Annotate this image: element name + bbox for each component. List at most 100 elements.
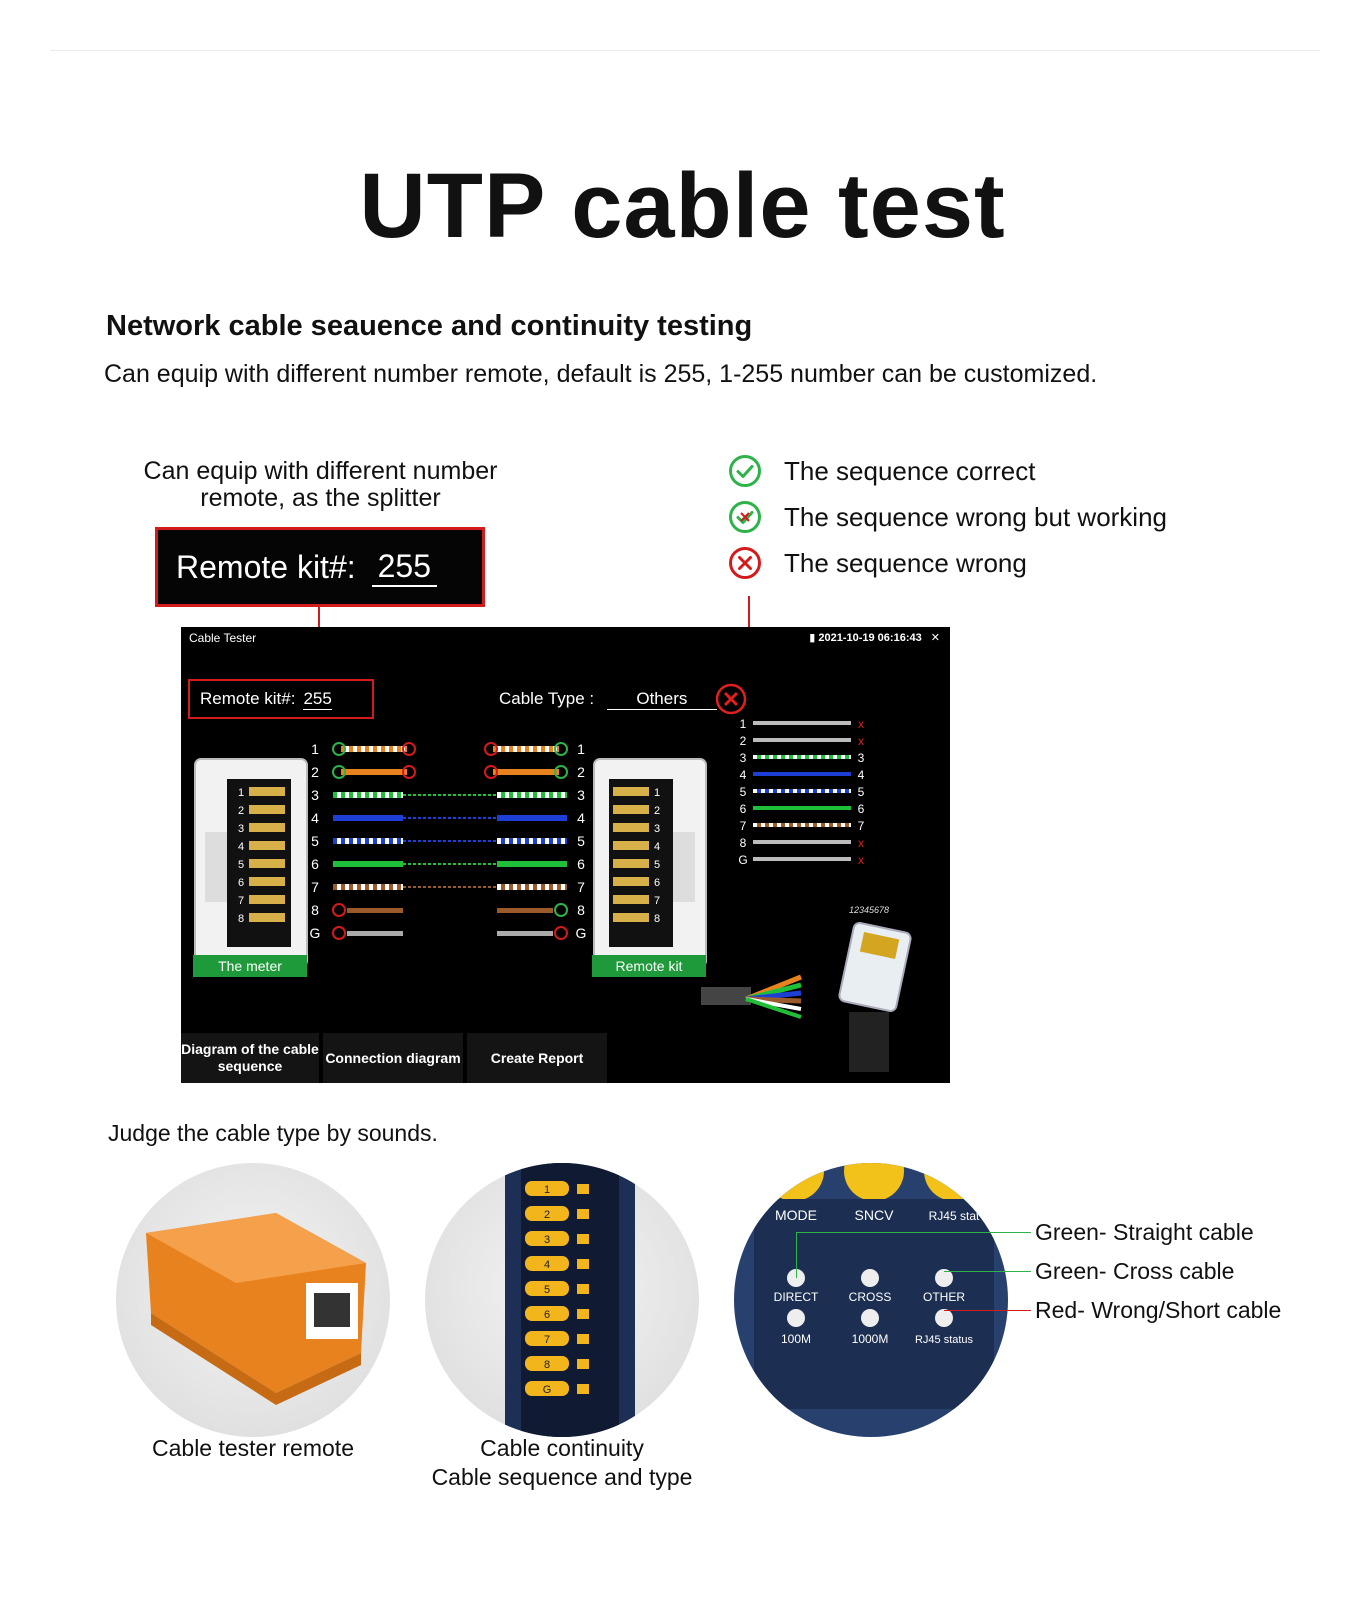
mini-wire xyxy=(753,823,851,827)
remote-label: Remote kit xyxy=(592,955,706,977)
led-pin-number: 1 xyxy=(544,1184,550,1196)
wire-segment xyxy=(497,931,553,936)
plug-code: 12345678 xyxy=(849,905,889,915)
status-bar: Cable Tester ▮ 2021-10-19 06:16:43 ✕ xyxy=(181,627,950,649)
led-pin xyxy=(525,1281,569,1296)
pin-label-left: 8 xyxy=(311,902,319,918)
led-indicator xyxy=(577,1209,589,1219)
pin-label-right: 3 xyxy=(577,787,585,803)
mini-pin-right: 6 xyxy=(858,802,865,816)
svg-text:SNCV: SNCV xyxy=(855,1207,895,1223)
jack-pin xyxy=(249,895,285,904)
remote-kit-number: 255 xyxy=(371,548,438,587)
pin-label-left: 6 xyxy=(311,856,319,872)
battery-icon: ▮ xyxy=(809,632,819,644)
led-line-wrong xyxy=(944,1310,1031,1311)
jack-pin-number: 6 xyxy=(654,877,660,889)
mini-pin-right: 7 xyxy=(858,819,865,833)
led-indicator xyxy=(577,1184,589,1194)
app-title: Cable Tester xyxy=(189,631,257,645)
mini-pin-left: 4 xyxy=(740,768,747,782)
page-title: UTP cable test xyxy=(359,155,1006,257)
mini-wire xyxy=(753,772,851,776)
mini-wire xyxy=(753,738,851,742)
tab-cable-sequence[interactable]: Diagram of the cable sequence xyxy=(181,1033,319,1083)
mini-pin-left: 5 xyxy=(740,785,747,799)
jack-pin xyxy=(613,859,649,868)
svg-text:DIRECT: DIRECT xyxy=(774,1290,819,1304)
jack-pin xyxy=(613,877,649,886)
svg-text:100M: 100M xyxy=(781,1332,811,1346)
pin-label-right: 7 xyxy=(577,879,585,895)
pin-label-right: 1 xyxy=(577,741,585,757)
check-circle-icon xyxy=(332,742,346,756)
mini-wire xyxy=(753,789,851,793)
tab-connection-diagram[interactable]: Connection diagram xyxy=(323,1033,463,1083)
mini-wire xyxy=(753,755,851,759)
section-heading: Network cable seauence and continuity te… xyxy=(106,310,753,342)
led-pin xyxy=(525,1181,569,1196)
led-indicator xyxy=(577,1359,589,1369)
led-line-straight-drop xyxy=(796,1232,797,1278)
jack-pin xyxy=(249,841,285,850)
mini-pin-right: 3 xyxy=(858,751,865,765)
close-icon[interactable]: ✕ xyxy=(930,632,940,644)
pin-label-right: 5 xyxy=(577,833,585,849)
x-circle-icon xyxy=(332,926,346,940)
wire-segment xyxy=(493,769,559,775)
jack-pin-number: 5 xyxy=(238,859,244,871)
led-pin xyxy=(525,1306,569,1321)
led-note-cross: Green- Cross cable xyxy=(1035,1258,1235,1284)
jack-pin-number: 2 xyxy=(238,805,244,817)
led-pin-number: 3 xyxy=(544,1234,550,1246)
x-circle-icon xyxy=(484,742,498,756)
jack-pin-number: 7 xyxy=(654,895,660,907)
wire-segment xyxy=(341,746,407,752)
jack-pin xyxy=(249,823,285,832)
led-pin xyxy=(525,1356,569,1371)
x-circle-icon xyxy=(402,742,416,756)
tab-create-report[interactable]: Create Report xyxy=(467,1033,607,1083)
led-pin-number: 6 xyxy=(544,1309,550,1321)
jack-pin-number: 8 xyxy=(654,913,660,925)
mini-wire xyxy=(753,840,851,844)
svg-text:RJ45 stat: RJ45 stat xyxy=(929,1209,980,1223)
x-circle-icon xyxy=(554,926,568,940)
mini-pin-left: 2 xyxy=(740,734,747,748)
screen-remote-kit: Remote kit#: 255 xyxy=(188,679,374,719)
jack-pin-number: 2 xyxy=(654,805,660,817)
tester-screen: Cable Tester ▮ 2021-10-19 06:16:43 ✕ Rem… xyxy=(181,627,950,1083)
wire-segment xyxy=(341,769,407,775)
jack-pin xyxy=(613,895,649,904)
pin-label-left: 4 xyxy=(311,810,319,826)
mini-pin-left: 1 xyxy=(740,717,747,731)
status-x-icon xyxy=(715,683,747,715)
mini-pin-right: 5 xyxy=(858,785,865,799)
led-pin-number: 7 xyxy=(544,1334,550,1346)
wire-segment xyxy=(497,861,567,867)
remote-kit-label: Remote kit#: xyxy=(176,548,356,585)
wire-segment xyxy=(333,861,403,867)
mini-pin-right: x xyxy=(858,717,864,731)
led-pin xyxy=(525,1331,569,1346)
remote-photo xyxy=(116,1163,390,1437)
device-panel-photo: MODE SNCV RJ45 stat DIRECT CROSS OTHER 1… xyxy=(734,1163,1008,1437)
jack-pin xyxy=(249,805,285,814)
jack-pin xyxy=(249,913,285,922)
wire-segment xyxy=(497,838,567,844)
wire-segment xyxy=(333,815,403,821)
pin-label-left: 7 xyxy=(311,879,319,895)
legend-item-wrong-working: The sequence wrong but working xyxy=(728,494,1167,540)
x-circle-icon xyxy=(729,547,761,579)
pin-label-left: 3 xyxy=(311,787,319,803)
mini-pin-left: 8 xyxy=(740,836,747,850)
jack-pin xyxy=(249,859,285,868)
pin-label-right: 6 xyxy=(577,856,585,872)
splitter-note: Can equip with different number remote, … xyxy=(143,457,498,512)
jack-pin-number: 8 xyxy=(238,913,244,925)
led-note-wrong: Red- Wrong/Short cable xyxy=(1035,1297,1282,1323)
mini-pin-right: x xyxy=(858,853,864,867)
check-circle-icon xyxy=(729,455,761,487)
wire-segment xyxy=(333,792,403,798)
